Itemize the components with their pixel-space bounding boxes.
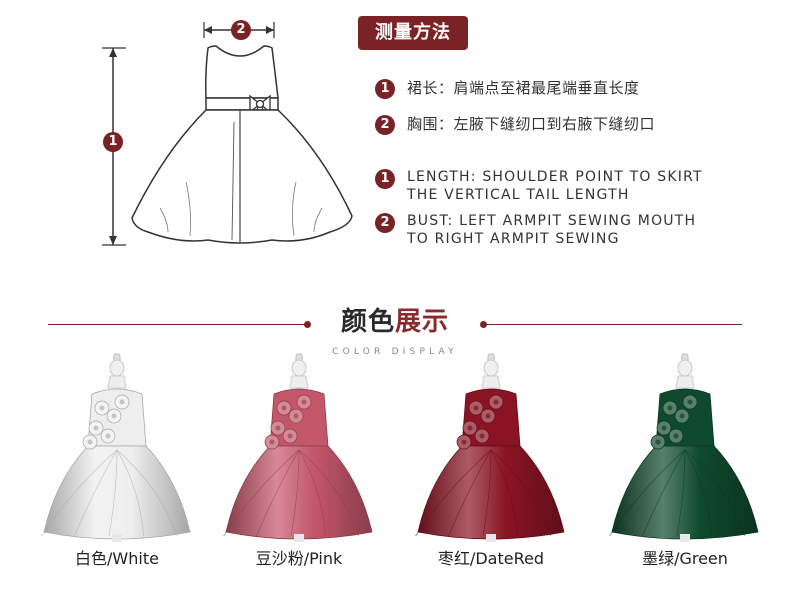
item-number-badge: 1 <box>375 79 395 99</box>
item-text: BUST: LEFT ARMPIT SEWING MOUTH TO RIGHT … <box>407 213 697 247</box>
divider-dot-right <box>480 321 487 328</box>
length-marker: 1 <box>103 132 123 152</box>
color-label: 豆沙粉/Pink <box>255 549 343 568</box>
measurement-item-bust-cn: 2 胸围：左腋下缝纫口到右腋下缝纫口 <box>375 114 655 135</box>
color-label: 白色/White <box>75 549 159 568</box>
color-option-white[interactable]: 白色/White <box>32 350 202 580</box>
color-display-title: 颜色展示 <box>310 306 480 338</box>
title-part-accent: 展示 <box>395 307 450 337</box>
color-option-green[interactable]: 墨绿/Green <box>600 350 770 580</box>
divider-right <box>484 324 742 325</box>
divider-dot-left <box>304 321 311 328</box>
item-text: 裙长：肩端点至裙最尾端垂直长度 <box>407 79 640 97</box>
dress-image <box>41 353 191 542</box>
measurement-item-length-en: 1 LENGTH: SHOULDER POINT TO SKIRT THE VE… <box>375 168 707 204</box>
color-option-pink[interactable]: 豆沙粉/Pink <box>214 350 384 580</box>
dress-image <box>415 353 565 542</box>
item-text: 胸围：左腋下缝纫口到右腋下缝纫口 <box>407 115 656 133</box>
measurement-item-length-cn: 1 裙长：肩端点至裙最尾端垂直长度 <box>375 78 640 99</box>
title-part-dark: 颜色 <box>340 307 395 337</box>
measurement-method-title: 测量方法 <box>358 16 468 50</box>
color-label: 墨绿/Green <box>642 549 728 568</box>
item-number-badge: 2 <box>375 115 395 135</box>
measurement-item-bust-en: 2 BUST: LEFT ARMPIT SEWING MOUTH TO RIGH… <box>375 212 707 248</box>
bust-marker: 2 <box>231 20 251 40</box>
item-text: LENGTH: SHOULDER POINT TO SKIRT THE VERT… <box>407 169 703 203</box>
dress-image <box>609 353 759 542</box>
dress-measurement-diagram: 2 1 <box>90 12 370 262</box>
color-display-subtitle: COLOR DISPLAY <box>332 347 458 357</box>
item-number-badge: 1 <box>375 169 395 189</box>
item-number-badge: 2 <box>375 213 395 233</box>
color-option-datered[interactable]: 枣红/DateRed <box>406 350 576 580</box>
color-label: 枣红/DateRed <box>437 549 545 568</box>
dress-outline-drawing <box>102 22 353 246</box>
dress-image <box>223 353 373 542</box>
divider-left <box>48 324 306 325</box>
